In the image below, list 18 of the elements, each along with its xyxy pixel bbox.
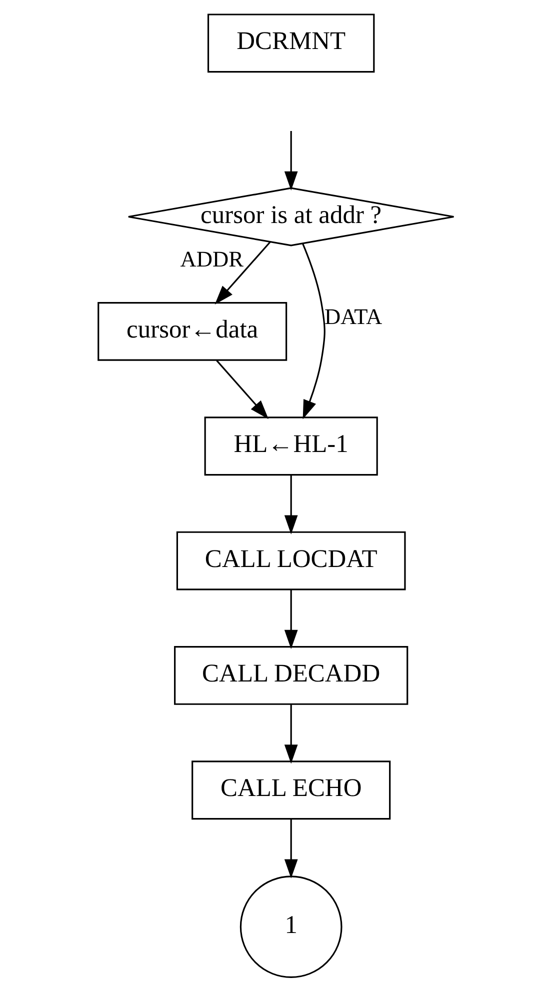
node-box: CALL ECHO [191,760,390,820]
edge-label: ADDR [180,246,243,272]
arrow [284,819,298,878]
edge-label: DATA [324,304,382,329]
node-box: HL←HL-1 [204,416,378,476]
arrow [284,475,298,534]
arrow [284,590,298,650]
node-box: DCRMNT [206,14,374,73]
node-circle: 1 [239,876,342,978]
arrow [284,704,298,764]
node-box: CALL DECADD [174,646,408,705]
node-diamond: cursor is at addr ? [127,187,454,246]
arrow [214,241,270,304]
arrow [216,360,268,420]
arrow [284,131,298,190]
node-box: CALL LOCDAT [176,531,406,590]
node-box: cursor←data [97,302,287,361]
arrow [301,243,325,420]
